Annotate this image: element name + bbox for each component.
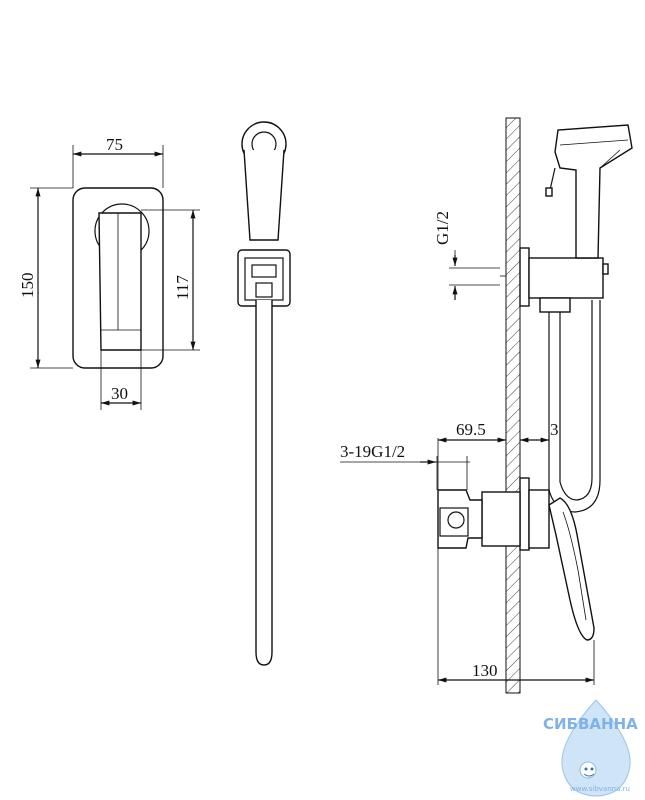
dim-height-117: 117 (173, 275, 192, 300)
dim-thread-3-19: 3-19G1/2 (340, 442, 405, 461)
bidet-sprayer (554, 124, 633, 259)
shower-hose (255, 300, 273, 666)
logo-brand-text: СИБВАННА (543, 715, 638, 733)
side-lever (548, 497, 595, 641)
dim-length-130: 130 (472, 661, 498, 680)
wall-holder (519, 247, 530, 307)
dim-depth-3: 3 (550, 420, 559, 439)
side-hose (548, 300, 601, 513)
front-view: 75 150 117 30 (18, 135, 200, 410)
lever-handle (98, 212, 142, 351)
dim-offset-30: 30 (111, 384, 128, 403)
dim-depth-69-5: 69.5 (456, 420, 486, 439)
water-drop-icon (561, 699, 631, 797)
mixer-body (519, 477, 530, 551)
logo-url-text: www.sibvanna.ru (570, 785, 630, 793)
shower-handle-body (243, 149, 285, 241)
dim-width-75: 75 (106, 135, 123, 154)
side-view: G1/2 69.5 (340, 117, 633, 694)
dim-thread-g12: G1/2 (433, 211, 452, 245)
dim-height-150: 150 (18, 273, 37, 299)
wall-section (505, 117, 521, 694)
sibvanna-logo: СИБВАННА www.sibvanna.ru (543, 699, 638, 797)
shower-front-view (237, 121, 291, 666)
